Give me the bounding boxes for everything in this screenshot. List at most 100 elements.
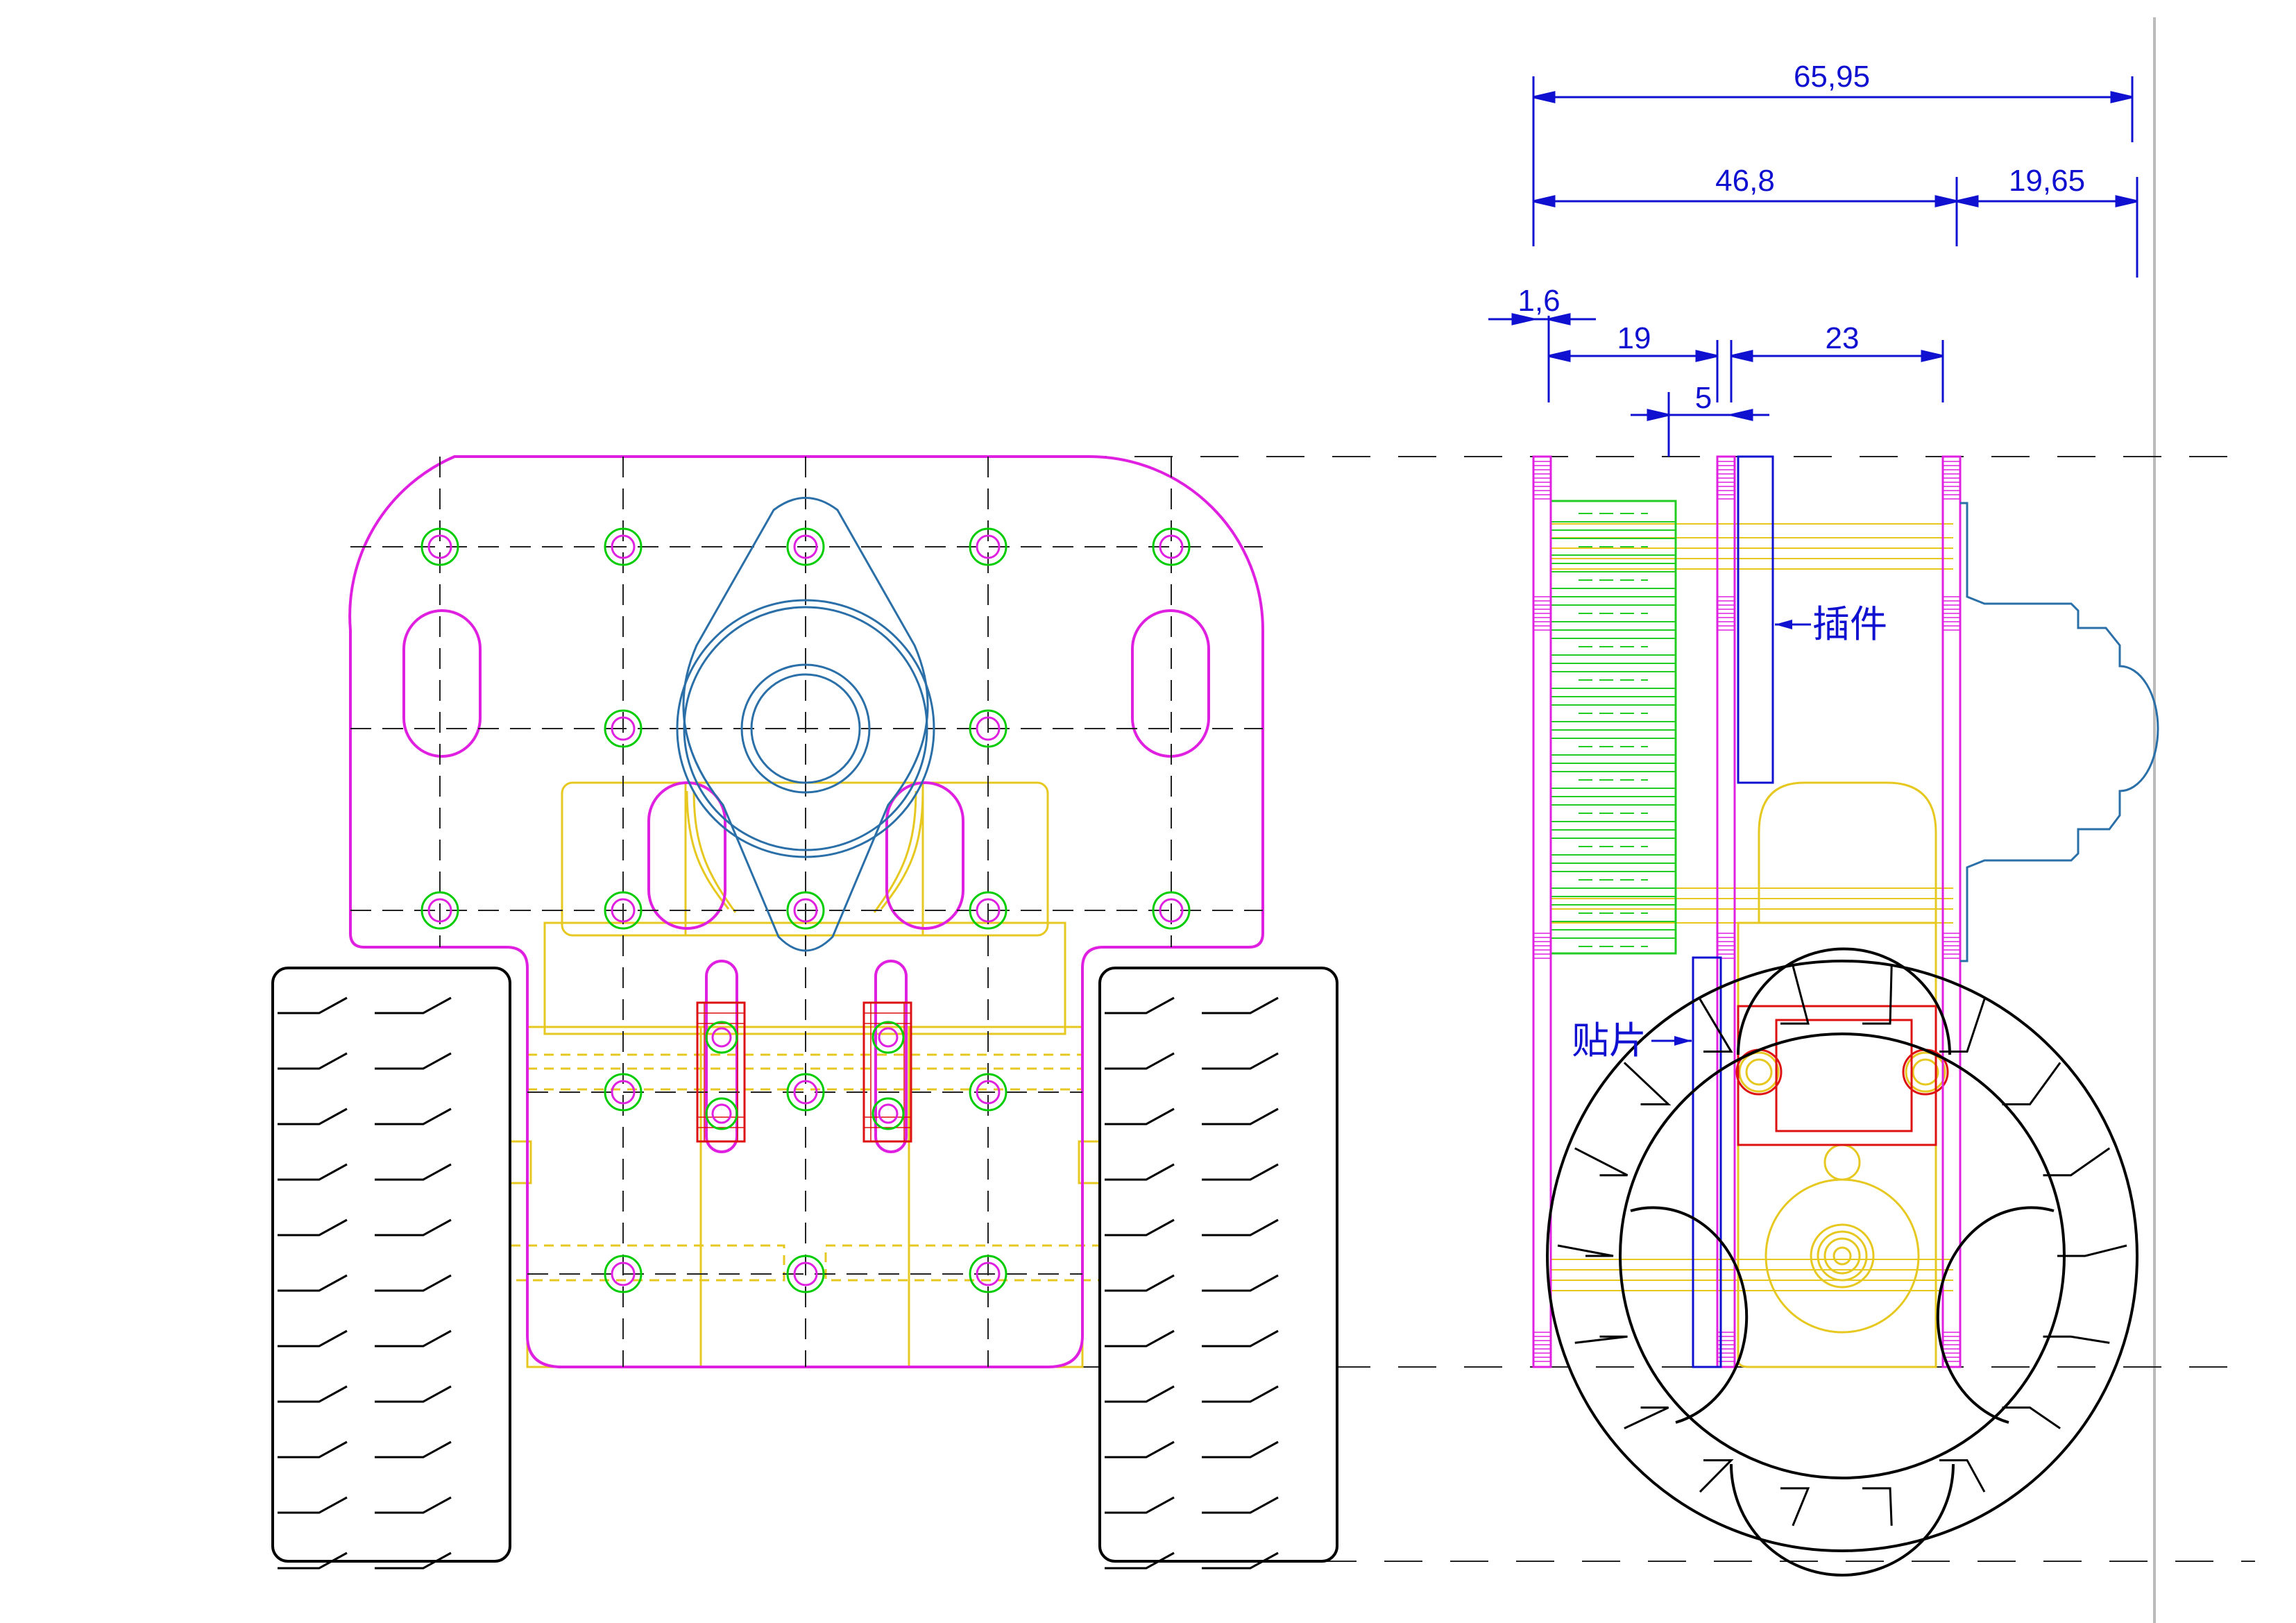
tread-mark	[375, 996, 452, 1014]
tread-mark	[278, 996, 348, 1014]
tread-mark	[278, 1163, 348, 1181]
side-motor-profile	[1960, 502, 2159, 962]
tread-mark	[278, 1385, 348, 1403]
tread-mark	[375, 1385, 452, 1403]
dim-motor-label: 19,65	[2009, 164, 2085, 198]
tread-mark	[375, 1052, 452, 1070]
side-plates	[1532, 455, 1962, 1368]
tread-mark	[1202, 1552, 1279, 1570]
dim-motor: 19,65	[1956, 164, 2138, 207]
tread-mark	[278, 1107, 348, 1125]
tread-mark	[1105, 1329, 1175, 1348]
tread-mark	[375, 1274, 452, 1292]
front-wheel-left	[271, 967, 511, 1570]
tread-mark	[2002, 1407, 2061, 1429]
dim-body-label: 46,8	[1715, 164, 1775, 198]
tread-mark	[2057, 1244, 2127, 1257]
tread-mark	[1202, 1274, 1279, 1292]
tread-mark	[278, 1496, 348, 1514]
tread-mark	[1105, 1218, 1175, 1237]
tread-mark	[375, 1329, 452, 1348]
tread-mark	[1202, 1385, 1279, 1403]
tread-mark	[1105, 1107, 1175, 1125]
tread-mark	[1105, 996, 1175, 1014]
tread-mark	[375, 1218, 452, 1237]
tread-mark	[1780, 965, 1810, 1025]
right-wheel-treads	[1105, 996, 1279, 1570]
tread-mark	[1105, 1163, 1175, 1181]
tread-mark	[1105, 1052, 1175, 1070]
dim-body: 46,8	[1533, 164, 1957, 207]
dim-plate: 1,6	[1488, 284, 1596, 325]
side-clip	[1735, 1005, 1949, 1146]
dim-overall-label: 65,95	[1794, 60, 1870, 94]
tread-mark	[1105, 1274, 1175, 1292]
note-patch-label: 贴片	[1572, 1019, 1647, 1062]
tread-mark	[375, 1552, 452, 1570]
tread-mark	[1105, 1385, 1175, 1403]
note-plugin: 插件	[1775, 602, 1887, 646]
tread-mark	[278, 1052, 348, 1070]
front-mounting-holes	[420, 527, 1191, 1293]
tread-mark	[1624, 1407, 1669, 1429]
note-plugin-label: 插件	[1812, 602, 1887, 646]
tread-mark	[1574, 1335, 1628, 1344]
tread-mark	[1105, 1441, 1175, 1459]
dim-bracket-gap: 23	[1730, 321, 1944, 362]
tread-mark	[1202, 1107, 1279, 1125]
tread-mark	[375, 1107, 452, 1125]
tread-mark	[1862, 965, 1893, 1025]
tread-mark	[1574, 1147, 1629, 1177]
tread-mark	[278, 1218, 348, 1237]
side-wheel	[1546, 947, 2138, 1577]
tread-mark	[375, 1441, 452, 1459]
note-patch: 贴片	[1572, 1019, 1692, 1062]
tread-mark	[1202, 1496, 1279, 1514]
tread-mark	[1699, 1459, 1734, 1493]
dimensions: 65,95 46,8 19,65 1,6 19	[1488, 60, 2138, 457]
tread-mark	[278, 1274, 348, 1292]
front-view	[271, 455, 1338, 1570]
tread-mark	[1202, 1441, 1279, 1459]
tread-mark	[1780, 1487, 1810, 1527]
tread-mark	[278, 1329, 348, 1348]
tread-mark	[1699, 999, 1733, 1053]
tread-mark	[1105, 1552, 1175, 1570]
tread-mark	[1623, 1062, 1672, 1105]
front-chassis-plate	[348, 455, 1264, 1368]
tread-mark	[278, 1552, 348, 1570]
dim-slot: 5	[1631, 381, 1769, 421]
tread-mark	[375, 1163, 452, 1181]
tread-mark	[1105, 1496, 1175, 1514]
front-wheel-right	[1098, 967, 1338, 1570]
dim-slot-label: 5	[1695, 381, 1712, 415]
side-gear	[1549, 500, 1677, 955]
side-motor-body	[1737, 781, 1946, 1368]
left-wheel-treads	[278, 996, 452, 1570]
tread-mark	[278, 1441, 348, 1459]
tread-mark	[1202, 1163, 1279, 1181]
tread-mark	[375, 1496, 452, 1514]
tread-mark	[1939, 1459, 1986, 1493]
dim-plate-label: 1,6	[1517, 284, 1560, 318]
tread-mark	[1202, 1218, 1279, 1237]
side-strips	[1692, 455, 1774, 1368]
tread-mark	[1202, 1329, 1279, 1348]
front-clips	[696, 1001, 912, 1143]
tread-mark	[1939, 999, 1986, 1053]
tread-mark	[2043, 1147, 2111, 1177]
tread-mark	[1862, 1487, 1893, 1526]
front-grid-centerlines	[350, 457, 1263, 1367]
dim-gear-gap-label: 19	[1617, 321, 1651, 355]
front-motor-mount	[676, 497, 935, 952]
tread-mark	[2002, 1062, 2061, 1105]
dim-overall: 65,95	[1533, 60, 2133, 103]
tread-mark	[2043, 1335, 2110, 1344]
side-view	[1532, 455, 2159, 1577]
tread-mark	[1202, 996, 1279, 1014]
tread-mark	[1202, 1052, 1279, 1070]
tread-mark	[1557, 1244, 1614, 1257]
dim-bracket-gap-label: 23	[1826, 321, 1860, 355]
dim-gear-gap: 19	[1548, 321, 1718, 362]
